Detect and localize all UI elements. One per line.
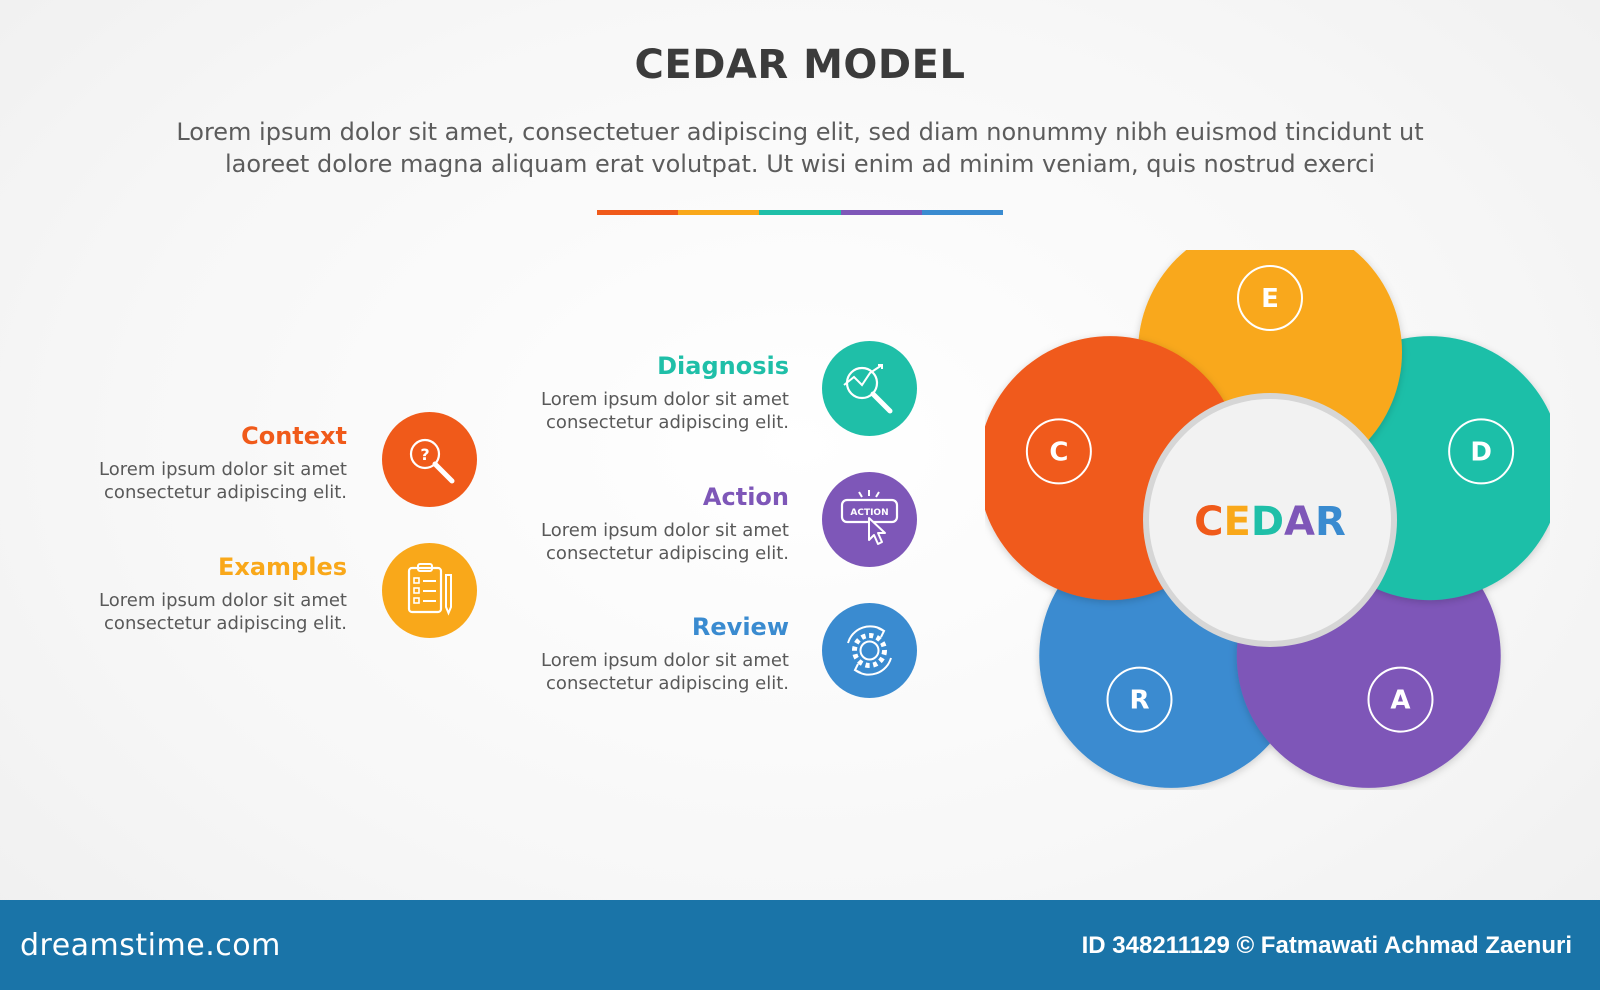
item-examples: Examples Lorem ipsum dolor sit amet cons… [47,553,347,643]
action-badge: ACTION [822,472,917,567]
center-cedar-word: CEDAR [1194,499,1346,545]
clipboard-checklist-icon [407,563,452,616]
center-letter-3: D [1251,499,1284,545]
item-diagnosis: Diagnosis Lorem ipsum dolor sit amet con… [489,352,789,442]
footer-credit: ID 348211129 © Fatmawati Achmad Zaenuri [1081,932,1572,959]
item-diagnosis-description: Lorem ipsum dolor sit amet consectetur a… [541,389,789,433]
petal-d-label: D [1470,437,1492,467]
petal-c-label: C [1049,437,1068,467]
divider-segment-2 [678,210,760,215]
center-letter-2: E [1224,499,1251,545]
examples-badge [382,543,477,638]
item-action-description: Lorem ipsum dolor sit amet consectetur a… [541,520,789,564]
subtitle-line-1: Lorem ipsum dolor sit amet, consectetuer… [176,118,1424,146]
footer-brand: dreamstime.com [20,928,281,963]
action-icon-text: ACTION [850,508,888,518]
divider-segment-3 [759,210,841,215]
color-divider [597,210,1004,215]
subtitle-line-2: laoreet dolore magna aliquam erat volutp… [224,150,1376,178]
item-action-title: Action [702,483,789,511]
center-disc [1149,399,1391,641]
item-context-title: Context [241,422,347,450]
petal-a-label: A [1390,686,1410,716]
page-subtitle: Lorem ipsum dolor sit amet, consectetuer… [110,116,1490,180]
gear-refresh-icon [847,625,892,676]
center-letter-1: C [1194,499,1223,545]
divider-segment-1 [597,210,679,215]
review-badge [822,603,917,698]
petal-r-ring [1106,666,1173,733]
divider-segment-5 [921,210,1004,215]
question-magnifier-icon: ? [409,438,455,484]
petal-r-label: R [1129,686,1149,716]
item-action: Action Lorem ipsum dolor sit amet consec… [489,483,789,573]
center-letter-5: R [1315,499,1346,545]
divider-segment-4 [840,210,922,215]
diagnosis-badge [822,341,917,436]
svg-text:?: ? [420,445,429,464]
petal-e-ring [1237,265,1303,331]
action-button-click-icon: ACTION [840,490,899,545]
petal-c-ring [1025,418,1092,485]
item-review-description: Lorem ipsum dolor sit amet consectetur a… [541,650,789,694]
footer-bar: dreamstime.com ID 348211129 © Fatmawati … [0,900,1600,990]
item-context-description: Lorem ipsum dolor sit amet consectetur a… [99,459,347,503]
chart-magnifier-icon [843,364,893,414]
item-review-title: Review [691,613,789,641]
item-examples-description: Lorem ipsum dolor sit amet consectetur a… [99,590,347,634]
item-review: Review Lorem ipsum dolor sit amet consec… [489,613,789,703]
item-examples-title: Examples [217,553,347,581]
petal-e-label: E [1261,284,1279,314]
item-context: Context Lorem ipsum dolor sit amet conse… [47,422,347,512]
context-badge: ? [382,412,477,507]
page-title: CEDAR MODEL [634,42,966,88]
center-letter-4: A [1284,499,1315,545]
petal-a-ring [1367,666,1434,733]
item-diagnosis-title: Diagnosis [657,352,789,380]
petal-d-ring [1448,418,1515,485]
